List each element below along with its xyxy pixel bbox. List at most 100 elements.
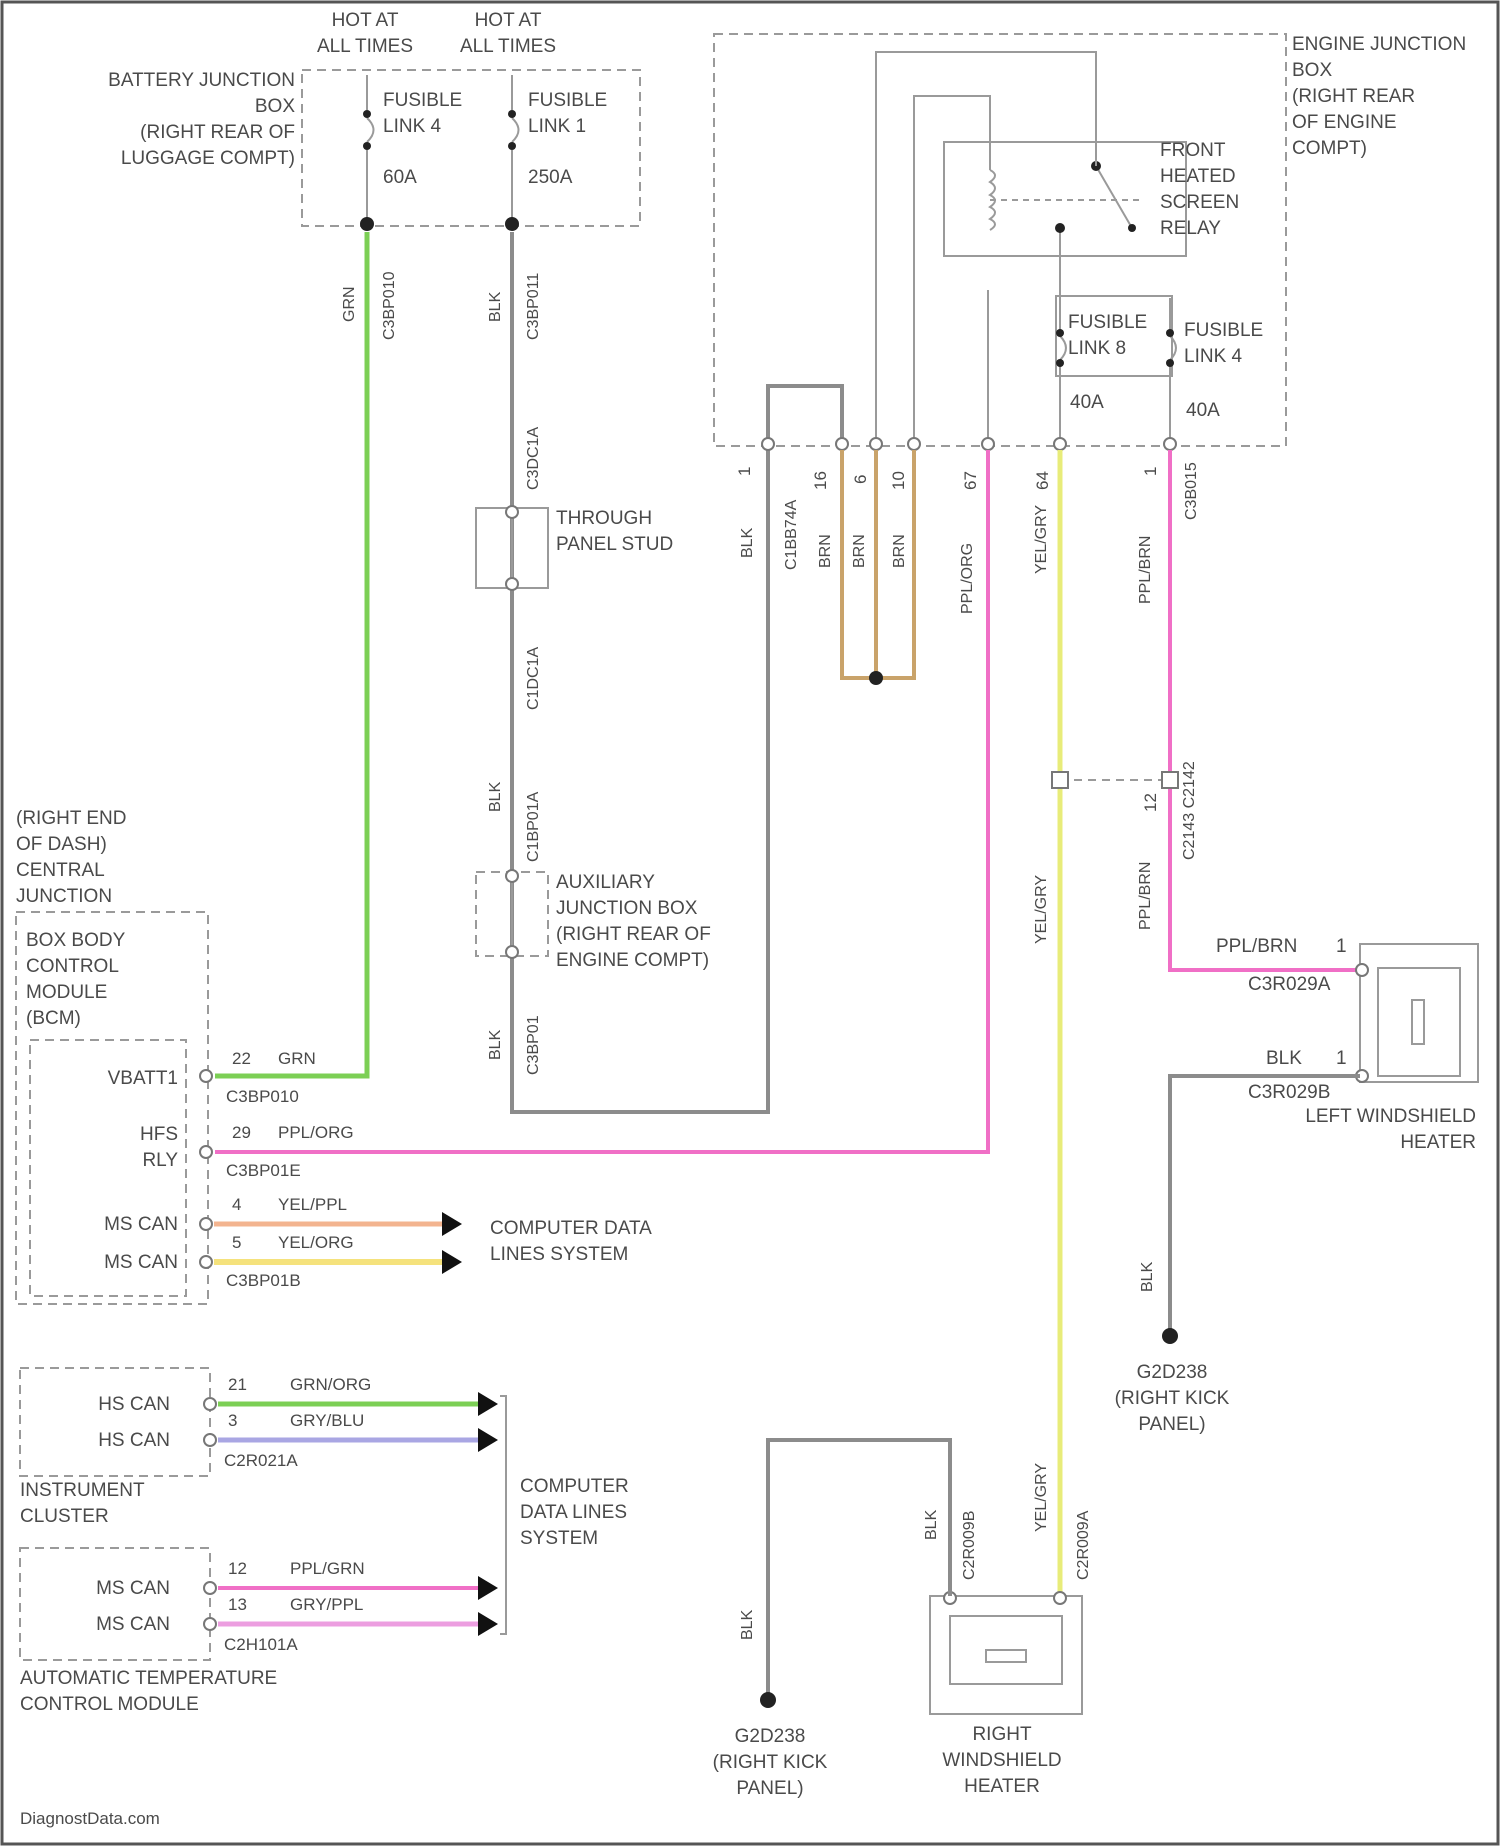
battery-box-label-3: (RIGHT REAR OF <box>140 122 295 143</box>
bcm-pin-mscan1: MS CAN <box>104 1214 178 1235</box>
right-heater-label-1: RIGHT <box>972 1724 1032 1745</box>
rw-blk-connector: C2R009B <box>961 1511 978 1580</box>
left-heater-pin1: 1 <box>1336 936 1347 957</box>
relay-label-3: SCREEN <box>1160 192 1239 213</box>
battery-fuse-b-1: FUSIBLE <box>528 90 607 111</box>
ej-blk-label: BLK <box>739 527 756 558</box>
relay-label-2: HEATED <box>1160 166 1236 187</box>
ic-label-2: CLUSTER <box>20 1506 109 1527</box>
engine-fuse-b-2: LINK 4 <box>1184 346 1243 367</box>
bcm-label-6: CONTROL <box>26 956 119 977</box>
engine-fuse-b-1: FUSIBLE <box>1184 320 1263 341</box>
grn-top-label: GRN <box>341 286 358 322</box>
ic-pin-1-num: 21 <box>228 1375 247 1394</box>
atc-pin-1-wire: PPL/GRN <box>290 1559 365 1578</box>
rw-yel-connector: C2R009A <box>1075 1510 1092 1580</box>
blk-rw-label: BLK <box>923 1509 940 1540</box>
engine-box-label-5: COMPT) <box>1292 138 1367 159</box>
engine-fuse-b-3: 40A <box>1186 400 1220 421</box>
bcm-label-2: OF DASH) <box>16 834 107 855</box>
bcm-arrow-1 <box>442 1212 462 1236</box>
hot-label-2: HOT AT <box>475 10 542 31</box>
left-heater-wire1: PPL/BRN <box>1216 936 1297 957</box>
grn-wire-vbatt <box>215 232 367 1076</box>
ground-left-label-1: G2D238 <box>735 1726 806 1747</box>
atc-label-2: CONTROL MODULE <box>20 1694 199 1715</box>
ic-conn: C2R021A <box>224 1451 298 1470</box>
ej-yel-label: YEL/GRY <box>1033 505 1050 574</box>
cdl2-label-1: COMPUTER <box>520 1476 629 1497</box>
ground-right-point <box>1162 1328 1178 1344</box>
engine-box-label-1: ENGINE JUNCTION <box>1292 34 1466 55</box>
bcm-pin-hfs-num: 29 <box>232 1123 251 1142</box>
bcm-pin-vbatt-wire: GRN <box>278 1049 316 1068</box>
blk-low-label: BLK <box>487 1029 504 1060</box>
through-panel-stud: THROUGH PANEL STUD <box>476 506 673 590</box>
ej-ppl-label: PPL/ORG <box>959 543 976 614</box>
bcm-pin-vbatt: VBATT1 <box>108 1068 178 1089</box>
yel-low-label: YEL/GRY <box>1033 1463 1050 1532</box>
battery-fuse-a-1: FUSIBLE <box>383 90 462 111</box>
atc-arrow-1 <box>478 1576 498 1600</box>
ej-brn-3: BRN <box>891 534 908 568</box>
relay-label-4: RELAY <box>1160 218 1221 239</box>
bcm-pin-hfs-conn: C3BP01E <box>226 1161 301 1180</box>
left-heater-conn1: C3R029A <box>1248 974 1331 995</box>
hot-label-1: HOT AT <box>332 10 399 31</box>
left-heater-label-2: HEATER <box>1400 1132 1476 1153</box>
stud-label-2: PANEL STUD <box>556 534 673 555</box>
bcm-label-7: MODULE <box>26 982 107 1003</box>
bcm-pin-vbatt-num: 22 <box>232 1049 251 1068</box>
ej-pplbrn-label: PPL/BRN <box>1137 536 1154 604</box>
battery-fuse-b-3: 250A <box>528 167 573 188</box>
hot-label-1b: ALL TIMES <box>317 36 413 57</box>
atc-pin-1: MS CAN <box>96 1578 170 1599</box>
bcm-label-5: BOX BODY <box>26 930 126 951</box>
bcm-pin-vbatt-conn: C3BP010 <box>226 1087 299 1106</box>
bcm-pin-mscan1-wire: YEL/PPL <box>278 1195 347 1214</box>
pin-6: 6 <box>851 475 870 484</box>
pin-67: 67 <box>961 471 980 490</box>
bcm-pin-mscan2-conn: C3BP01B <box>226 1271 301 1290</box>
ej-brn-2: BRN <box>851 534 868 568</box>
bcm-pin-mscan2-num: 5 <box>232 1233 241 1252</box>
ic-pin-2-num: 3 <box>228 1411 237 1430</box>
atc-arrow-2 <box>478 1612 498 1636</box>
ground-right-label-3: PANEL) <box>1138 1414 1205 1435</box>
stud-bottom-connector: C1DC1A <box>525 647 542 710</box>
atc-conn: C2H101A <box>224 1635 298 1654</box>
ic-arrow-2 <box>478 1428 498 1452</box>
right-heater-ground-wire <box>768 1440 950 1698</box>
battery-box-label-2: BOX <box>255 96 295 117</box>
battery-box-label-1: BATTERY JUNCTION <box>108 70 295 91</box>
pin-10: 10 <box>889 471 908 490</box>
atc-pin-2: MS CAN <box>96 1614 170 1635</box>
instrument-cluster: HS CAN 21 GRN/ORG HS CAN 3 GRY/BLU C2R02… <box>20 1368 371 1527</box>
ic-pin-1: HS CAN <box>98 1394 170 1415</box>
bcm-cdl-1: COMPUTER DATA <box>490 1218 652 1239</box>
aux-bottom-connector: C3BP01 <box>525 1015 542 1075</box>
ej-c2-connector: C3B015 <box>1183 462 1200 520</box>
atc-pin-2-wire: GRY/PPL <box>290 1595 363 1614</box>
ic-arrow-1 <box>478 1392 498 1416</box>
bcm-arrow-2 <box>442 1250 462 1274</box>
ground-right-label-1: G2D238 <box>1137 1362 1208 1383</box>
ground-left-label-3: PANEL) <box>736 1778 803 1799</box>
bcm-pin-hfs-wire: PPL/ORG <box>278 1123 354 1142</box>
ppl-brn-wire <box>1170 450 1360 970</box>
bcm-module: (RIGHT END OF DASH) CENTRAL JUNCTION BOX… <box>16 808 354 1304</box>
bcm-cdl-2: LINES SYSTEM <box>490 1244 628 1265</box>
inline-connector-label: C2143 C2142 <box>1181 761 1198 860</box>
bcm-pin-mscan1-num: 4 <box>232 1195 241 1214</box>
bcm-label-1: (RIGHT END <box>16 808 126 829</box>
blk-wire-stud <box>512 232 842 1112</box>
stud-label-1: THROUGH <box>556 508 652 529</box>
cdl2-label-3: SYSTEM <box>520 1528 598 1549</box>
pin-12: 12 <box>1141 793 1160 812</box>
engine-box-label-4: OF ENGINE <box>1292 112 1397 133</box>
blk-mid-label: BLK <box>487 781 504 812</box>
yel-mid-label: YEL/GRY <box>1033 875 1050 944</box>
aux-label-4: ENGINE COMPT) <box>556 950 709 971</box>
engine-fuse-a-3: 40A <box>1070 392 1104 413</box>
